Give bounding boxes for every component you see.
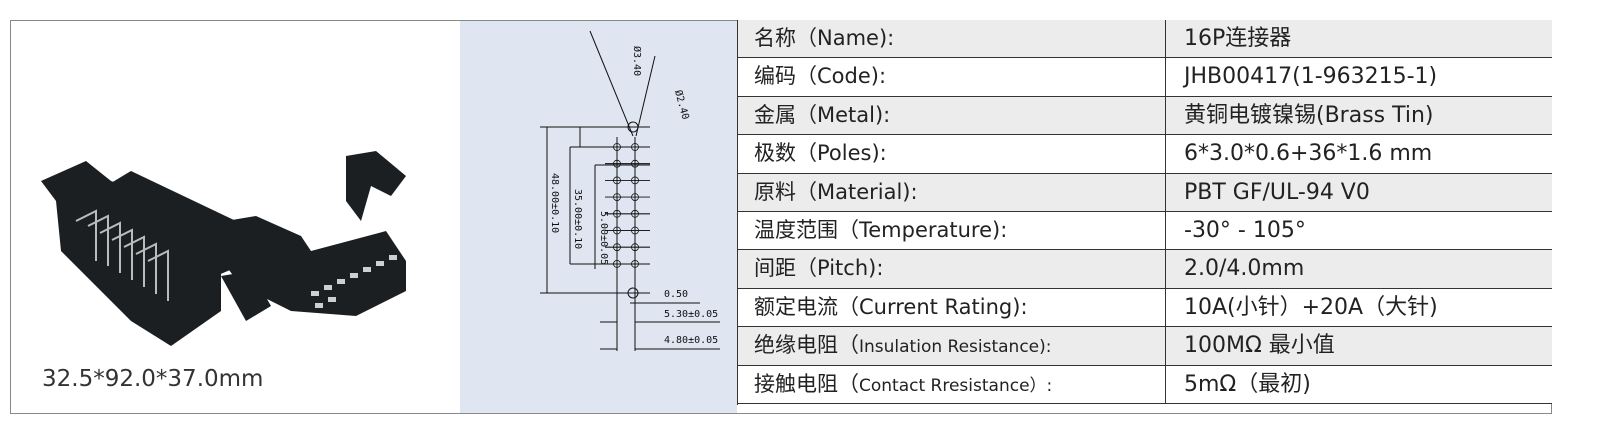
drawing-label: Ø2.40 [672, 89, 691, 121]
technical-drawing: /* static */ Ø3.40 Ø2.40 48.00±0.10 35.0… [460, 21, 737, 413]
spec-label-cell: 接触电阻（Contact Rresistance）: [738, 365, 1166, 403]
drawing-label: Ø3.40 [631, 46, 643, 76]
drawing-label: 5.30±0.05 [664, 309, 718, 320]
spec-row: 原料（Material): PBT GF/UL-94 V0 [738, 173, 1552, 212]
spec-label: 绝缘电阻（ [754, 333, 859, 358]
drawing-label: 48.00±0.10 [549, 173, 560, 233]
spec-row: 名称（Name): 16P连接器 [738, 20, 1552, 59]
spec-row: 温度范围（Temperature): -30° - 105° [738, 211, 1552, 251]
spec-label: 间距（Pitch): [754, 256, 884, 281]
spec-value: 2.0/4.0mm [1184, 256, 1305, 282]
spec-value: 100MΩ 最小值 [1184, 333, 1335, 359]
product-dimensions: 32.5*92.0*37.0mm [42, 366, 264, 392]
spec-row: 接触电阻（Contact Rresistance）: 5mΩ（最初) [738, 365, 1552, 404]
spec-label-cell: 温度范围（Temperature): [738, 211, 1166, 250]
spec-row: 绝缘电阻（Insulation Resistance): 100MΩ 最小值 [738, 327, 1552, 366]
drawing-label: 5.00±0.05 [598, 211, 609, 265]
spec-label: 原料（Material): [754, 179, 918, 204]
spec-value: 黄铜电镀镍锡(Brass Tin) [1184, 102, 1434, 128]
product-photo: 32.5*92.0*37.0mm [11, 21, 460, 413]
spec-label: 温度范围（Temperature): [754, 217, 1008, 242]
spec-value: 5mΩ（最初) [1184, 371, 1311, 397]
spec-label: 名称（Name): [754, 26, 895, 50]
spec-label: 编码（Code): [754, 64, 887, 89]
spec-value: JHB00417(1-963215-1) [1184, 64, 1438, 90]
spec-row: 极数（Poles): 6*3.0*0.6+36*1.6 mm [738, 135, 1552, 174]
drawing-label: 35.00±0.10 [572, 189, 583, 249]
spec-label-cell: 额定电流（Current Rating): [738, 288, 1166, 327]
spec-label-en: Contact Rresistance）: [859, 375, 1053, 396]
spec-label-en: Insulation Resistance): [859, 337, 1052, 358]
spec-table: 名称（Name): 16P连接器编码（Code): JHB00417(1-96321… [737, 20, 1552, 405]
spec-label: 接触电阻（ [754, 371, 859, 396]
spec-label-cell: 原料（Material): [738, 173, 1166, 211]
spec-label: 额定电流（Current Rating): [754, 294, 1028, 319]
spec-value: 6*3.0*0.6+36*1.6 mm [1184, 141, 1433, 167]
drawing-label: 0.50 [664, 289, 688, 300]
spec-value: 10A(小针）+20A（大针) [1184, 294, 1438, 320]
spec-value: 16P连接器 [1184, 26, 1292, 51]
spec-label-cell: 极数（Poles): [738, 135, 1166, 173]
spec-row: 金属（Metal): 黄铜电镀镍锡(Brass Tin) [738, 96, 1552, 136]
spec-label-cell: 金属（Metal): [738, 96, 1166, 135]
spec-row: 间距（Pitch): 2.0/4.0mm [738, 250, 1552, 289]
spec-label-cell: 间距（Pitch): [738, 250, 1166, 288]
drawing-label: 4.80±0.05 [664, 335, 718, 346]
connector-image [41, 151, 406, 346]
spec-label-cell: 名称（Name): [738, 20, 1166, 58]
spec-label: 极数（Poles): [754, 141, 887, 166]
spec-row: 编码（Code): JHB00417(1-963215-1) [738, 58, 1552, 97]
spec-value: PBT GF/UL-94 V0 [1184, 179, 1370, 205]
spec-value: -30° - 105° [1184, 217, 1306, 243]
spec-row: 额定电流（Current Rating): 10A(小针）+20A（大针) [738, 288, 1552, 328]
spec-label-cell: 编码（Code): [738, 58, 1166, 96]
spec-label: 金属（Metal): [754, 102, 891, 127]
spec-label-cell: 绝缘电阻（Insulation Resistance): [738, 327, 1166, 365]
